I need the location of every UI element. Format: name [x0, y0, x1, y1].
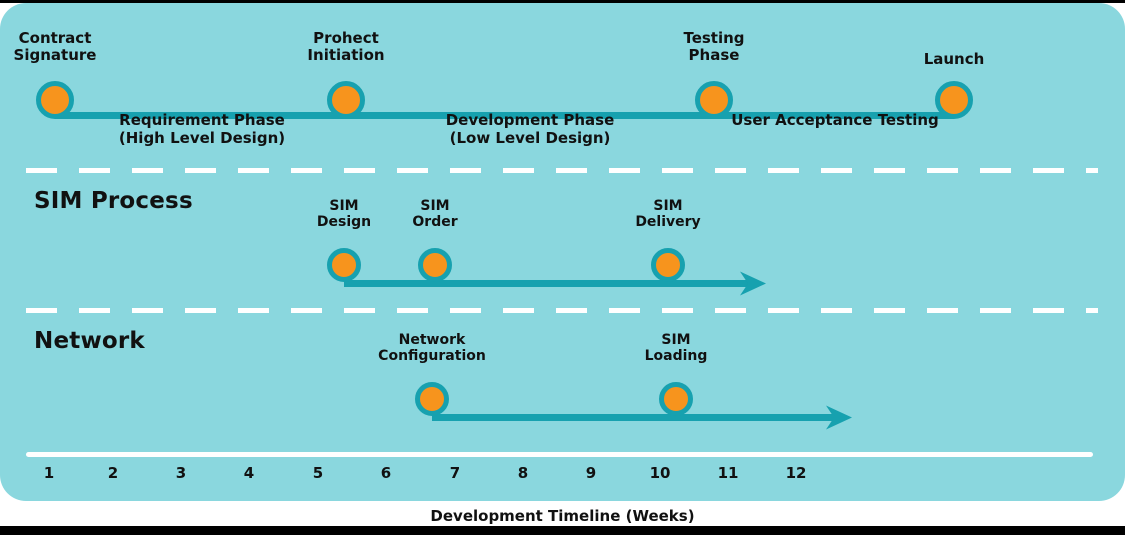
- label-contract-signature: Contract Signature: [13, 29, 97, 64]
- week-tick: 5: [312, 464, 324, 482]
- section-separator-1: [26, 168, 1098, 173]
- sim-track-arrow-icon: [740, 271, 766, 296]
- label-launch: Launch: [923, 50, 985, 68]
- milestone-testing-phase[interactable]: [695, 81, 733, 119]
- week-tick: 9: [585, 464, 597, 482]
- milestone-launch[interactable]: [935, 81, 973, 119]
- label-project-initiation: Prohect Initiation: [307, 29, 385, 64]
- diagram-panel: Contract Signature Prohect Initiation Te…: [0, 3, 1125, 501]
- label-sim-delivery: SIM Delivery: [635, 198, 701, 230]
- label-sim-design: SIM Design: [316, 198, 372, 230]
- phase-development: Development Phase (Low Level Design): [445, 111, 615, 147]
- phase-user-acceptance-testing: User Acceptance Testing: [731, 111, 939, 129]
- connector-lines: [55, 112, 954, 430]
- milestone-sim-order[interactable]: [418, 248, 452, 282]
- milestone-contract-signature[interactable]: [36, 81, 74, 119]
- week-tick: 4: [243, 464, 255, 482]
- week-tick: 10: [649, 464, 671, 482]
- network-track-arrow-icon: [826, 405, 852, 430]
- week-tick: 3: [175, 464, 187, 482]
- section-title-sim-process: SIM Process: [34, 188, 193, 214]
- week-tick: 1: [43, 464, 55, 482]
- bottom-frame-bar: [0, 526, 1125, 535]
- section-separator-2: [26, 308, 1098, 313]
- top-frame-bar: [0, 0, 1125, 3]
- label-sim-order: SIM Order: [412, 198, 458, 230]
- label-sim-loading: SIM Loading: [644, 332, 708, 364]
- section-title-network: Network: [34, 328, 145, 354]
- week-tick: 11: [717, 464, 739, 482]
- label-testing-phase: Testing Phase: [683, 29, 745, 64]
- milestone-network-configuration[interactable]: [415, 382, 449, 416]
- milestone-sim-design[interactable]: [327, 248, 361, 282]
- milestone-project-initiation[interactable]: [327, 81, 365, 119]
- week-tick: 7: [449, 464, 461, 482]
- milestone-sim-delivery[interactable]: [651, 248, 685, 282]
- phase-requirement: Requirement Phase (High Level Design): [118, 111, 286, 147]
- label-network-configuration: Network Configuration: [378, 332, 486, 364]
- diagram-caption: Development Timeline (Weeks): [430, 507, 695, 525]
- week-tick: 12: [785, 464, 807, 482]
- week-tick: 2: [107, 464, 119, 482]
- week-axis-line: [26, 452, 1093, 457]
- week-tick: 8: [517, 464, 529, 482]
- milestone-sim-loading[interactable]: [659, 382, 693, 416]
- week-tick: 6: [380, 464, 392, 482]
